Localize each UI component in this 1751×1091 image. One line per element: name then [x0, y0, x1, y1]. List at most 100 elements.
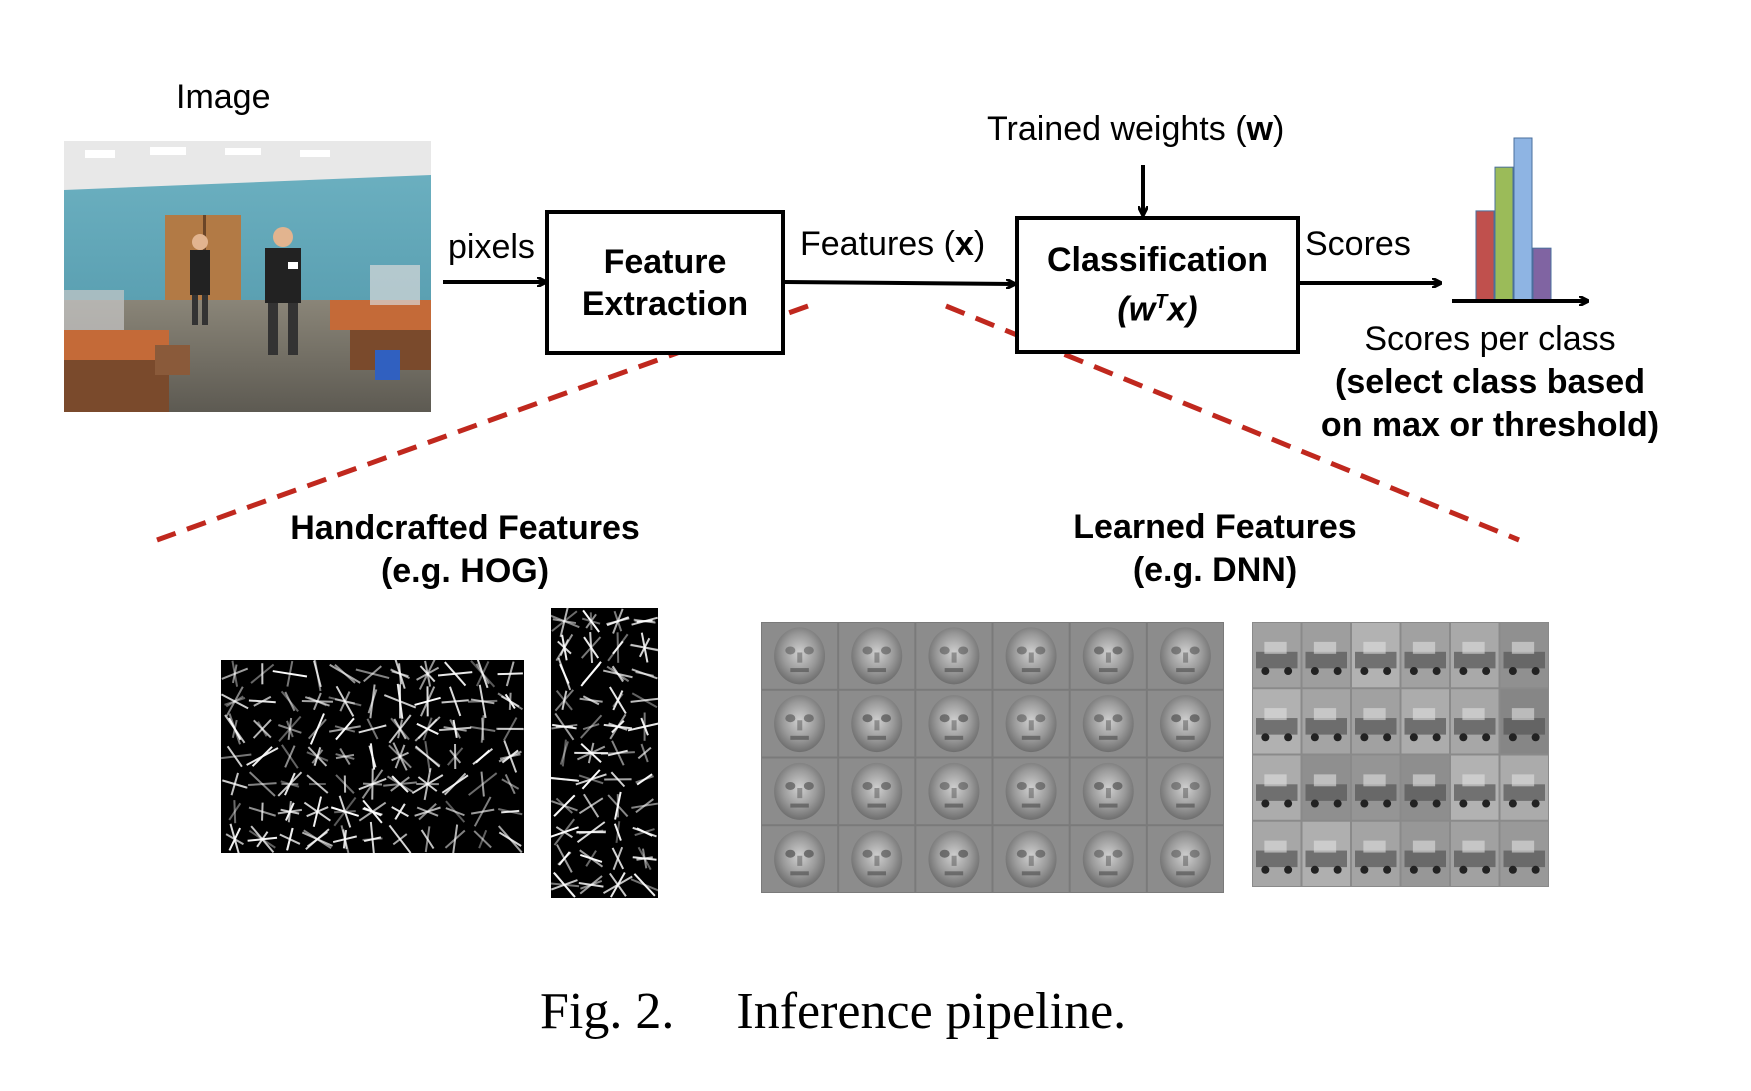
hog-stroke — [251, 746, 273, 767]
hog-stroke — [641, 848, 648, 869]
hog-stroke — [445, 807, 465, 817]
hog-stroke — [640, 743, 649, 763]
hog-stroke — [611, 740, 625, 766]
hog-stroke — [559, 741, 569, 765]
hog-stroke — [475, 749, 491, 764]
hog-stroke — [587, 742, 595, 764]
score-bar-3 — [1513, 137, 1533, 301]
hog-stroke — [470, 808, 495, 815]
hog-stroke — [575, 773, 607, 786]
hog-stroke — [554, 689, 575, 712]
hog-stroke — [231, 719, 238, 739]
hog-stroke — [419, 686, 436, 717]
hog-stroke — [636, 827, 653, 837]
hog-stroke — [335, 717, 355, 741]
score-bar-4 — [1532, 247, 1552, 301]
face-feature-tile — [1070, 758, 1146, 825]
hog-stroke — [497, 808, 523, 816]
face-feature-tile — [839, 690, 915, 757]
hog-stroke — [497, 672, 523, 676]
hog-stroke — [388, 824, 412, 854]
hog-stroke — [228, 717, 242, 741]
weights-label-prefix: Trained weights ( — [987, 110, 1247, 148]
learned-car-features-grid — [1252, 622, 1549, 887]
car-feature-tile — [1451, 821, 1499, 886]
hog-stroke — [579, 875, 603, 895]
scores-note: Scores per class (select class based on … — [1280, 318, 1700, 447]
face-feature-tile — [762, 826, 838, 892]
hog-stroke — [358, 724, 387, 734]
hog-stroke — [498, 831, 522, 847]
hog-stroke — [555, 633, 574, 662]
scores-label: Scores — [1305, 225, 1411, 263]
hog-stroke — [631, 692, 658, 709]
car-feature-tile — [1401, 755, 1449, 820]
hog-stroke — [363, 836, 382, 843]
hog-stroke — [228, 802, 242, 821]
hog-feature-image-vertical — [549, 605, 662, 898]
hog-stroke — [307, 746, 328, 767]
features-var-x: x — [954, 225, 974, 263]
car-feature-tile — [1451, 623, 1499, 688]
hog-stroke — [445, 800, 466, 823]
hog-stroke — [551, 610, 578, 632]
hog-stroke — [609, 686, 627, 715]
handcrafted-line2: (e.g. HOG) — [380, 552, 550, 590]
hog-stroke — [578, 829, 604, 835]
hog-stroke — [221, 779, 248, 789]
hog-stroke — [369, 743, 376, 770]
hog-stroke — [635, 798, 654, 814]
hog-stroke — [279, 833, 301, 845]
hog-stroke — [226, 745, 243, 768]
hog-stroke — [582, 723, 600, 731]
hog-stroke — [423, 768, 432, 801]
hog-stroke — [497, 692, 524, 711]
hog-stroke — [505, 661, 515, 687]
scores-note-line2: (select class based — [1335, 363, 1645, 401]
hog-stroke — [504, 773, 516, 795]
hog-stroke — [640, 717, 649, 736]
hog-stroke — [473, 830, 492, 849]
car-feature-tile — [1352, 689, 1400, 754]
face-feature-tile — [1070, 690, 1146, 757]
hog-stroke — [470, 660, 496, 688]
hog-stroke — [561, 739, 567, 767]
features-label-prefix: Features ( — [800, 225, 955, 263]
hog-stroke — [358, 801, 387, 822]
learned-face-features-grid — [761, 622, 1224, 893]
hog-stroke — [284, 745, 296, 768]
hog-stroke — [478, 829, 488, 849]
hog-stroke — [391, 751, 409, 762]
hog-stroke — [603, 723, 633, 730]
face-feature-tile — [916, 690, 992, 757]
hog-stroke — [391, 775, 409, 793]
hog-stroke — [470, 698, 495, 705]
hog-stroke — [501, 778, 520, 790]
hog-stroke — [306, 774, 329, 794]
car-feature-tile — [1500, 689, 1548, 754]
face-feature-tile — [1070, 826, 1146, 892]
hog-stroke — [261, 802, 264, 821]
hog-stroke — [555, 690, 573, 711]
formula-sup-t: T — [1155, 291, 1168, 314]
learned-line2: (e.g. DNN) — [1132, 551, 1298, 589]
class-box-line1: Classification — [1046, 241, 1269, 280]
car-feature-tile — [1253, 821, 1301, 886]
hog-stroke — [637, 746, 652, 760]
hog-stroke — [559, 663, 570, 684]
hog-stroke — [501, 749, 519, 764]
hog-stroke — [443, 772, 467, 796]
hog-stroke — [221, 667, 249, 680]
features-label-suffix: ) — [973, 225, 986, 263]
face-feature-tile — [993, 690, 1069, 757]
score-bar-1 — [1475, 210, 1495, 301]
car-feature-tile — [1352, 755, 1400, 820]
car-feature-tile — [1500, 755, 1548, 820]
hog-stroke — [580, 714, 603, 739]
face-feature-tile — [839, 826, 915, 892]
formula-w: w — [1128, 290, 1156, 329]
hog-stroke — [611, 665, 624, 683]
hog-stroke — [581, 617, 601, 625]
car-feature-tile — [1401, 689, 1449, 754]
face-feature-tile — [839, 758, 915, 825]
